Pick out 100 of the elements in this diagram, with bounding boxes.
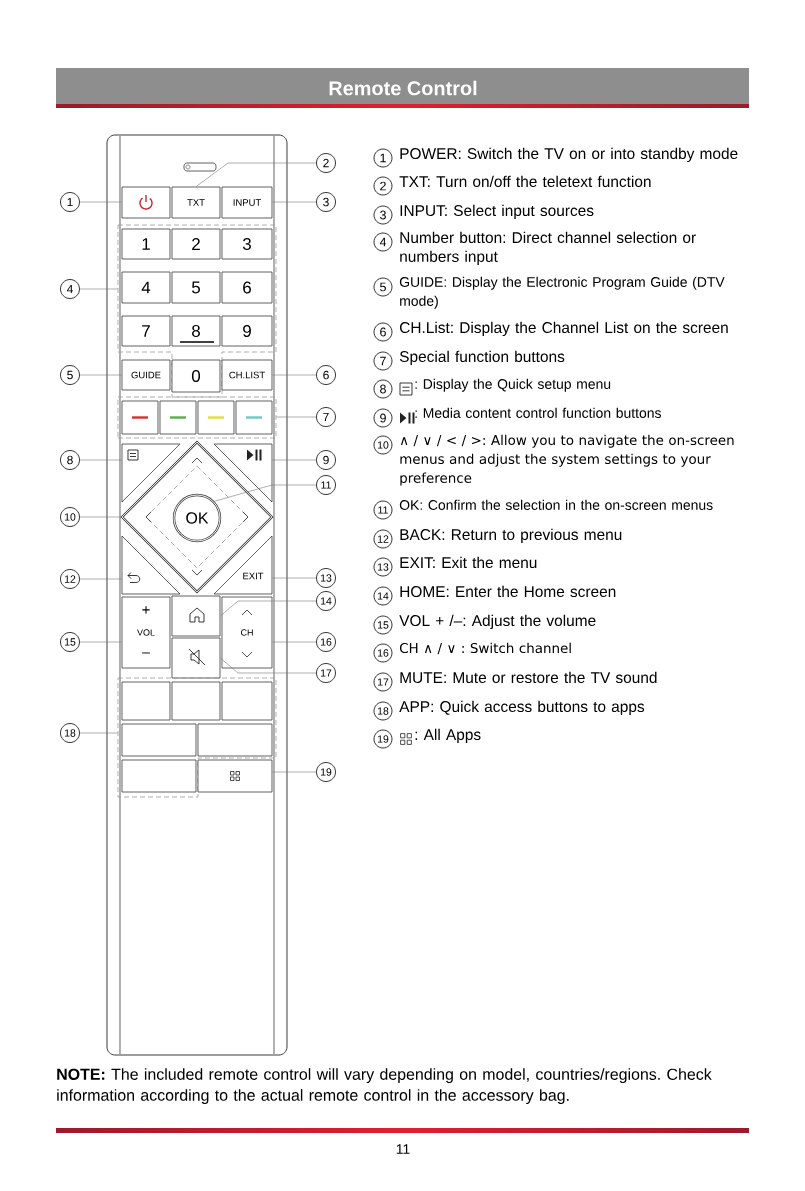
circled-number: 9 (373, 408, 393, 428)
circled-number: 3 (373, 205, 393, 225)
page-title: Remote Control (329, 80, 477, 96)
circled-number: 17 (373, 672, 393, 692)
leader-line (272, 641, 317, 643)
number-button: 7 (121, 315, 171, 347)
button-description: Number button: Direct channel selection or numbers input (400, 231, 696, 266)
color-button (197, 400, 235, 435)
callout-number: 6 (316, 365, 336, 385)
circled-number: 14 (373, 586, 393, 606)
button-description: TXT: Turn on/off the teletext function (399, 175, 651, 188)
button-description: CH.List: Display the Channel List on the screen (400, 321, 728, 337)
callout-number: 1 (60, 192, 80, 212)
remote-button: CH.LIST (221, 359, 273, 391)
leader-line (79, 641, 122, 643)
remote-button: INPUT (221, 186, 273, 219)
callout-number: 18 (60, 723, 80, 743)
remote-button: GUIDE (121, 359, 171, 391)
channel-button: CH (221, 596, 273, 669)
app-button (221, 681, 273, 721)
callout-number: 3 (316, 192, 336, 212)
circled-number: 15 (373, 615, 393, 635)
circled-number: 10 (373, 435, 393, 455)
circled-number: 19 (373, 729, 393, 749)
menu-button (121, 443, 181, 503)
leader-line (79, 578, 123, 580)
remote-button: TXT (171, 186, 221, 219)
circled-number: 6 (373, 322, 393, 342)
button-description: ∧ / ∨ / < / >: Allow you to navigate the on-screen menus and adjust the system settings to your preference (400, 434, 734, 486)
leader-line (272, 374, 317, 376)
note-text: NOTE: The included remote control will vary depending on model, countries/regions. Check information according to the actual remote control in the accessory bag. (57, 1068, 712, 1104)
leader-line (79, 374, 122, 376)
button-description: BACK: Return to previous menu (400, 528, 622, 544)
number-button: 6 (221, 271, 273, 304)
callout-number: 13 (316, 568, 336, 588)
app-button (121, 759, 197, 793)
number-button: 4 (121, 271, 171, 304)
callout-number: 4 (60, 279, 80, 299)
button-description: OK: Confirm the selection in the on-screen menus (399, 499, 713, 510)
leader-line (272, 771, 317, 773)
button-description: EXIT: Exit the menu (400, 556, 537, 569)
button-description: MUTE: Mute or restore the TV sound (400, 671, 657, 684)
callout-number: 7 (316, 407, 336, 427)
leader-line (79, 288, 119, 290)
leader-line (79, 732, 119, 734)
leader-line (79, 516, 122, 518)
mute-button (171, 637, 221, 679)
number-button: 8 (171, 315, 221, 347)
leader-line (271, 459, 317, 461)
circled-number: 2 (373, 176, 393, 196)
circled-number: 7 (373, 351, 393, 371)
circled-number: 8 (373, 379, 393, 399)
circled-number: 1 (373, 148, 393, 168)
circled-number: 4 (373, 232, 393, 252)
leader-line (271, 577, 317, 579)
leader-line (79, 201, 122, 203)
callout-number: 16 (316, 632, 336, 652)
leader-line (220, 600, 317, 617)
dashed-group-outline (117, 224, 277, 398)
callout-number: 9 (316, 450, 336, 470)
leader-line (79, 459, 123, 461)
all-apps-button (197, 759, 273, 793)
button-description: HOME: Enter the Home screen (400, 585, 616, 598)
circled-number: 11 (373, 500, 393, 520)
circled-number: 18 (373, 701, 393, 721)
callout-number: 17 (316, 663, 336, 683)
button-description: APP: Quick access buttons to apps (399, 700, 645, 716)
callout-number: 2 (316, 153, 336, 173)
app-button (121, 723, 197, 757)
remote-button: EXIT (213, 535, 273, 595)
button-description: POWER: Switch the TV on or into standby mode (400, 147, 738, 163)
callout-number: 12 (60, 569, 80, 589)
callout-number: 19 (316, 762, 336, 782)
callout-number: 14 (316, 591, 336, 611)
color-button (121, 400, 159, 435)
remote-body (106, 134, 288, 1056)
color-button (159, 400, 197, 435)
power-button (121, 186, 171, 219)
dashed-group-outline (117, 677, 277, 798)
number-button: 0 (171, 359, 221, 393)
leader-line (195, 162, 317, 187)
number-button: 9 (221, 315, 273, 347)
button-description: : Display the Quick setup menu (415, 378, 611, 392)
button-description: : All Apps (415, 728, 481, 744)
callout-number: 10 (60, 507, 80, 527)
callout-number: 11 (316, 475, 336, 495)
button-description: GUIDE: Display the Electronic Program Guide (DTV mode) (399, 276, 725, 309)
circled-number: 12 (373, 529, 393, 549)
callout-number: 8 (60, 450, 80, 470)
button-description: CH ∧ / ∨ : Switch channel (399, 642, 571, 655)
page-number: 11 (396, 1144, 410, 1154)
circled-number: 16 (373, 643, 393, 663)
number-button: 2 (171, 228, 221, 260)
app-button (121, 681, 171, 721)
volume-button: + VOL – (121, 596, 171, 669)
home-button (171, 595, 221, 637)
color-button (235, 400, 273, 435)
button-description: INPUT: Select input sources (400, 204, 594, 220)
leader-line (272, 201, 317, 203)
callout-number: 15 (60, 632, 80, 652)
